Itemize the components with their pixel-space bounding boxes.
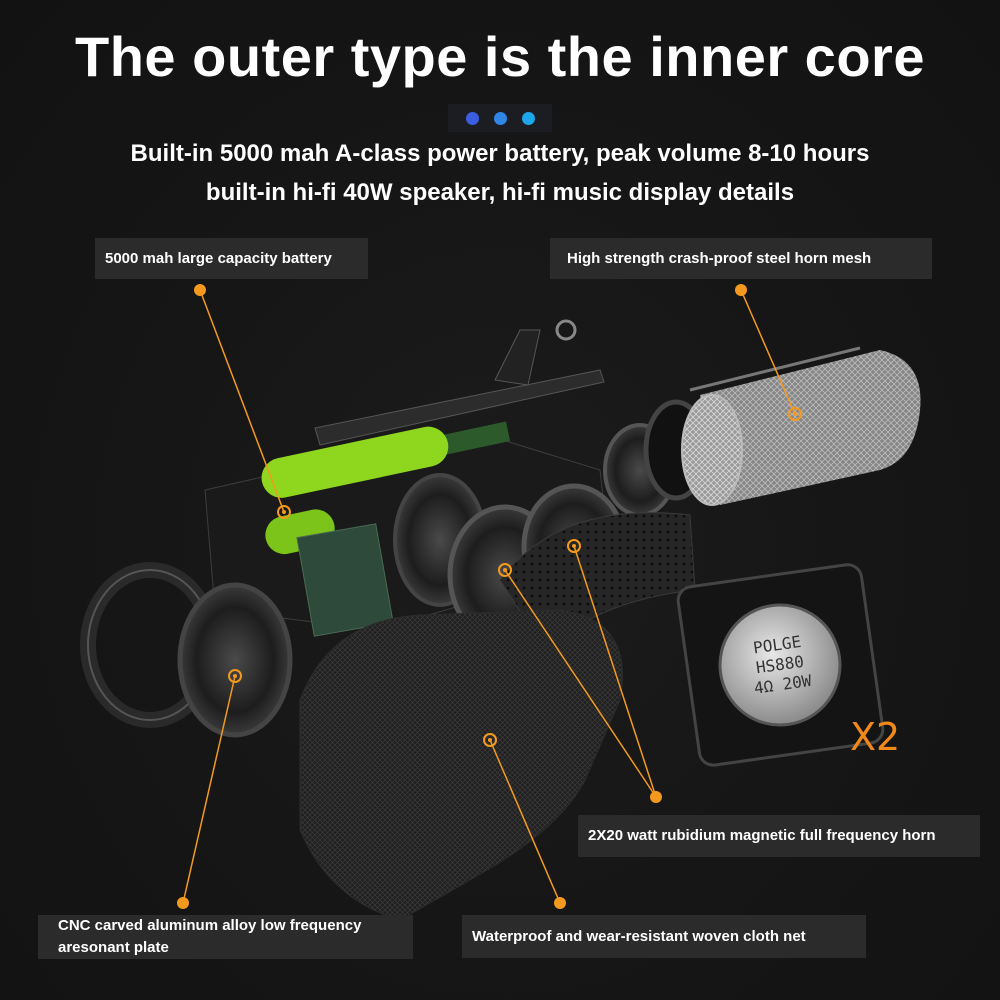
quantity-label: X2	[850, 715, 900, 759]
circuit-board	[296, 523, 394, 637]
page-title: The outer type is the inner core	[75, 25, 925, 88]
callout-battery: 5000 mah large capacity battery	[95, 238, 368, 279]
callout-mesh: High strength crash-proof steel horn mes…	[550, 238, 932, 279]
target-markers	[228, 407, 802, 747]
callout-horn: 2X20 watt rubidium magnetic full frequen…	[578, 815, 980, 857]
low-frequency-plate	[177, 582, 293, 738]
subtitle-line-1: Built-in 5000 mah A-class power battery,…	[130, 140, 870, 167]
indicator-dot	[521, 111, 535, 125]
indicator-dot	[465, 111, 479, 125]
square-driver: POLGE HS880 4Ω 20W	[676, 563, 885, 767]
indicator-dots	[448, 104, 552, 132]
steel-horn-mesh	[681, 346, 921, 506]
callout-cloth: Waterproof and wear-resistant woven clot…	[462, 915, 866, 958]
top-strap	[314, 319, 605, 446]
indicator-dot	[493, 111, 507, 125]
callout-dots	[177, 284, 747, 909]
callout-plate: CNC carved aluminum alloy low frequency …	[38, 915, 413, 959]
leader-lines	[182, 289, 796, 904]
subtitle-line-2: built-in hi-fi 40W speaker, hi-fi music …	[205, 179, 795, 206]
woven-cloth-net	[299, 609, 623, 921]
